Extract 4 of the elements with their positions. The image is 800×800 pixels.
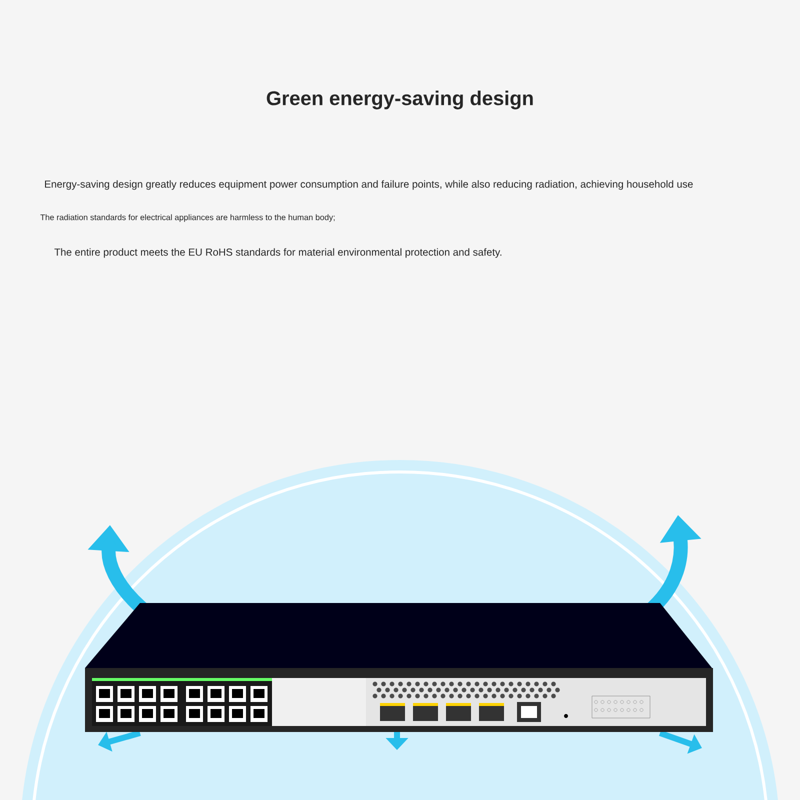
body-text: Energy-saving design greatly reduces equipment power consumption and failure points, while also reducing radiation, achieving household use xyxy=(45,180,693,190)
body-text: The entire product meets the EU RoHS standards for material environmental protection and safety. xyxy=(54,248,502,258)
title: Green energy-saving design xyxy=(266,90,533,110)
body-text: The radiation standards for electrical appliances are harmless to the human body; xyxy=(40,214,335,222)
